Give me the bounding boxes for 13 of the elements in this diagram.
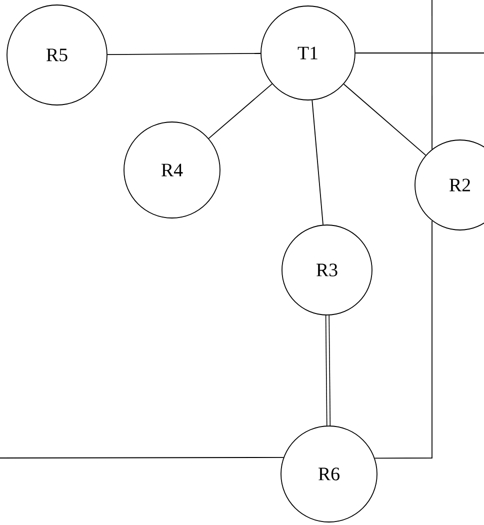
circle-node: T1 <box>260 6 356 100</box>
line <box>355 52 484 54</box>
circle-node: R4 <box>124 122 220 218</box>
line <box>0 456 284 458</box>
circle-node: R5 <box>6 4 108 106</box>
line <box>343 84 426 156</box>
line <box>208 84 272 139</box>
double-line <box>325 315 331 426</box>
circle-node: R3 <box>282 224 372 316</box>
line <box>374 220 432 459</box>
circle-node: R6 <box>280 426 378 522</box>
line <box>312 100 324 226</box>
line <box>107 52 261 56</box>
